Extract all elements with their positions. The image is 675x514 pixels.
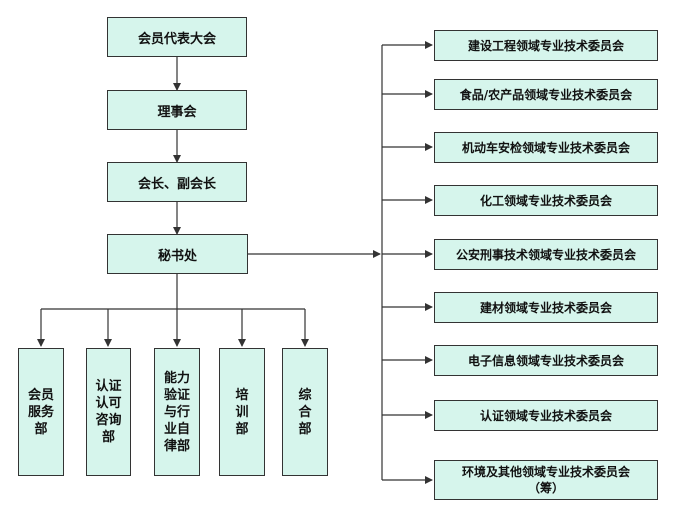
box-president: 会长、副会长 — [107, 162, 247, 202]
box-committee-food: 食品/农产品领域专业技术委员会 — [434, 79, 658, 110]
label-secretariat: 秘书处 — [157, 248, 197, 264]
label-committee-building-materials: 建材领域专业技术委员会 — [479, 300, 612, 315]
box-congress: 会员代表大会 — [107, 17, 247, 57]
box-committee-construction: 建设工程领域专业技术委员会 — [434, 30, 658, 61]
box-committee-chemical: 化工领域专业技术委员会 — [434, 185, 658, 216]
box-committee-environment: 环境及其他领域专业技术委员会（筹） — [434, 460, 658, 500]
label-council: 理事会 — [157, 104, 197, 120]
label-dept-member-service: 会员服务部 — [27, 387, 54, 437]
label-dept-general: 综合部 — [298, 387, 312, 437]
label-committee-vehicle: 机动车安检领域专业技术委员会 — [461, 140, 630, 155]
box-dept-certification: 认证认可咨询部 — [86, 348, 131, 476]
label-committee-food: 食品/农产品领域专业技术委员会 — [459, 87, 633, 102]
box-dept-general: 综合部 — [282, 348, 328, 476]
label-committee-chemical: 化工领域专业技术委员会 — [479, 193, 612, 208]
box-secretariat: 秘书处 — [107, 234, 248, 274]
box-committee-electronic: 电子信息领域专业技术委员会 — [434, 345, 658, 376]
box-council: 理事会 — [107, 90, 247, 130]
label-committee-forensic: 公安刑事技术领域专业技术委员会 — [455, 247, 636, 262]
label-committee-electronic: 电子信息领域专业技术委员会 — [467, 353, 624, 368]
label-president: 会长、副会长 — [137, 176, 216, 192]
label-dept-capability: 能力验证与行业自律部 — [163, 370, 190, 454]
label-dept-certification: 认证认可咨询部 — [95, 379, 122, 445]
box-dept-training: 培训部 — [219, 348, 265, 476]
label-committee-construction: 建设工程领域专业技术委员会 — [467, 38, 624, 53]
label-dept-training: 培训部 — [235, 387, 249, 437]
label-committee-environment: 环境及其他领域专业技术委员会（筹） — [461, 465, 630, 495]
box-committee-building-materials: 建材领域专业技术委员会 — [434, 292, 658, 323]
box-committee-forensic: 公安刑事技术领域专业技术委员会 — [434, 239, 658, 270]
box-committee-certification: 认证领域专业技术委员会 — [434, 400, 658, 431]
label-congress: 会员代表大会 — [137, 31, 216, 47]
box-committee-vehicle: 机动车安检领域专业技术委员会 — [434, 132, 658, 163]
box-dept-member-service: 会员服务部 — [18, 348, 64, 476]
box-dept-capability: 能力验证与行业自律部 — [154, 348, 200, 476]
label-committee-certification: 认证领域专业技术委员会 — [479, 408, 612, 423]
